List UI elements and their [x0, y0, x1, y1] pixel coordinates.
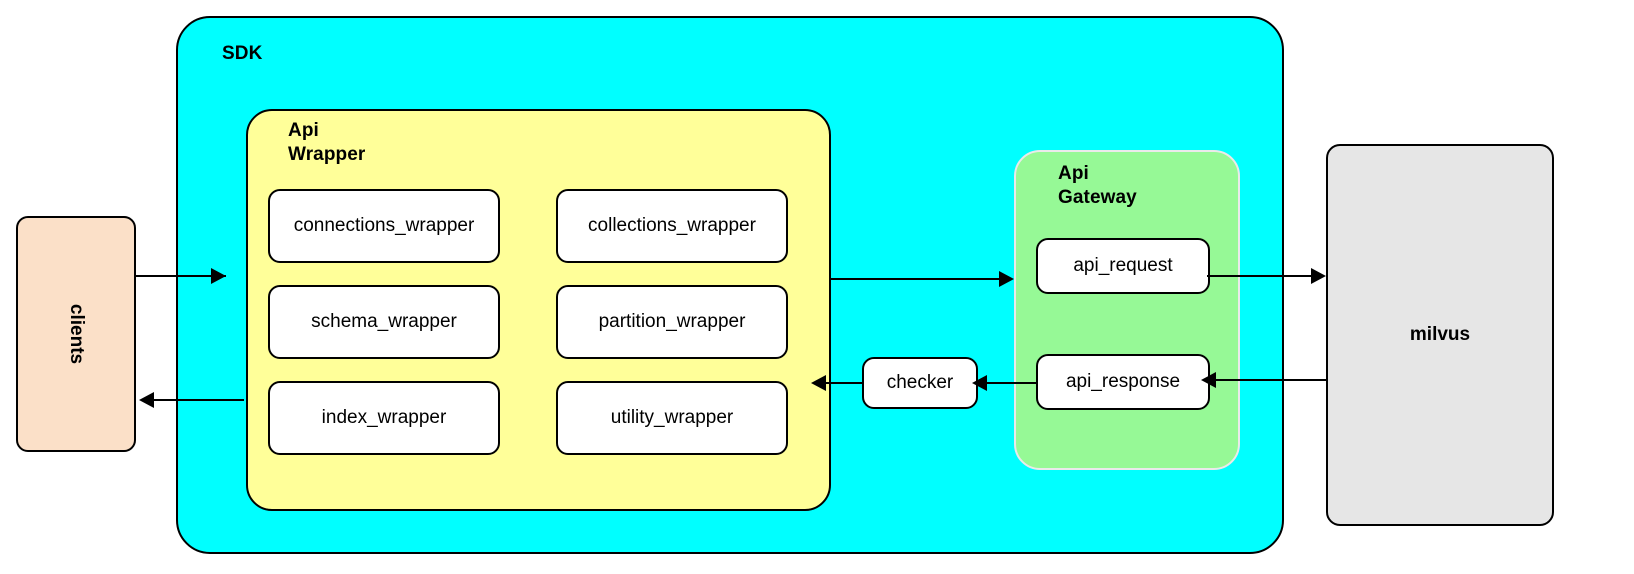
node-clients[interactable]: clients	[16, 216, 136, 452]
edge-clients-to-wrapper-arrowhead	[211, 268, 226, 284]
node-collections-wrapper[interactable]: collections_wrapper	[556, 189, 788, 263]
node-utility-wrapper[interactable]: utility_wrapper	[556, 381, 788, 455]
group-api-gateway[interactable]: Api Gateway api_request api_response	[1014, 150, 1240, 470]
edge-wrapper-to-clients-arrowhead	[139, 392, 154, 408]
node-api-response[interactable]: api_response	[1036, 354, 1210, 410]
node-clients-label: clients	[65, 303, 87, 365]
node-milvus[interactable]: milvus	[1326, 144, 1554, 526]
group-sdk-label: SDK	[222, 43, 263, 64]
group-api-gateway-label: Api Gateway	[1058, 163, 1137, 208]
group-api-wrapper-label: Api Wrapper	[288, 120, 366, 165]
edge-clients-to-wrapper	[136, 275, 226, 277]
edge-wrapper-to-gateway-arrowhead	[999, 271, 1014, 287]
edge-milvus-to-response-arrowhead	[1201, 372, 1216, 388]
node-index-wrapper[interactable]: index_wrapper	[268, 381, 500, 455]
node-partition-wrapper[interactable]: partition_wrapper	[556, 285, 788, 359]
group-api-wrapper[interactable]: Api Wrapper connections_wrapper collecti…	[246, 109, 831, 511]
edge-checker-to-wrapper-arrowhead	[811, 375, 826, 391]
edge-checker-to-wrapper	[818, 382, 862, 384]
edge-response-to-checker	[978, 382, 1038, 384]
node-connections-wrapper[interactable]: connections_wrapper	[268, 189, 500, 263]
edge-request-to-milvus	[1207, 275, 1319, 277]
edge-response-to-checker-arrowhead	[972, 375, 987, 391]
edge-request-to-milvus-arrowhead	[1311, 268, 1326, 284]
node-api-request[interactable]: api_request	[1036, 238, 1210, 294]
edge-wrapper-to-gateway	[831, 278, 1005, 280]
node-checker[interactable]: checker	[862, 357, 978, 409]
node-schema-wrapper[interactable]: schema_wrapper	[268, 285, 500, 359]
group-sdk[interactable]: SDK Api Wrapper connections_wrapper coll…	[176, 16, 1284, 554]
edge-milvus-to-response	[1207, 379, 1326, 381]
edge-wrapper-to-clients	[152, 399, 244, 401]
